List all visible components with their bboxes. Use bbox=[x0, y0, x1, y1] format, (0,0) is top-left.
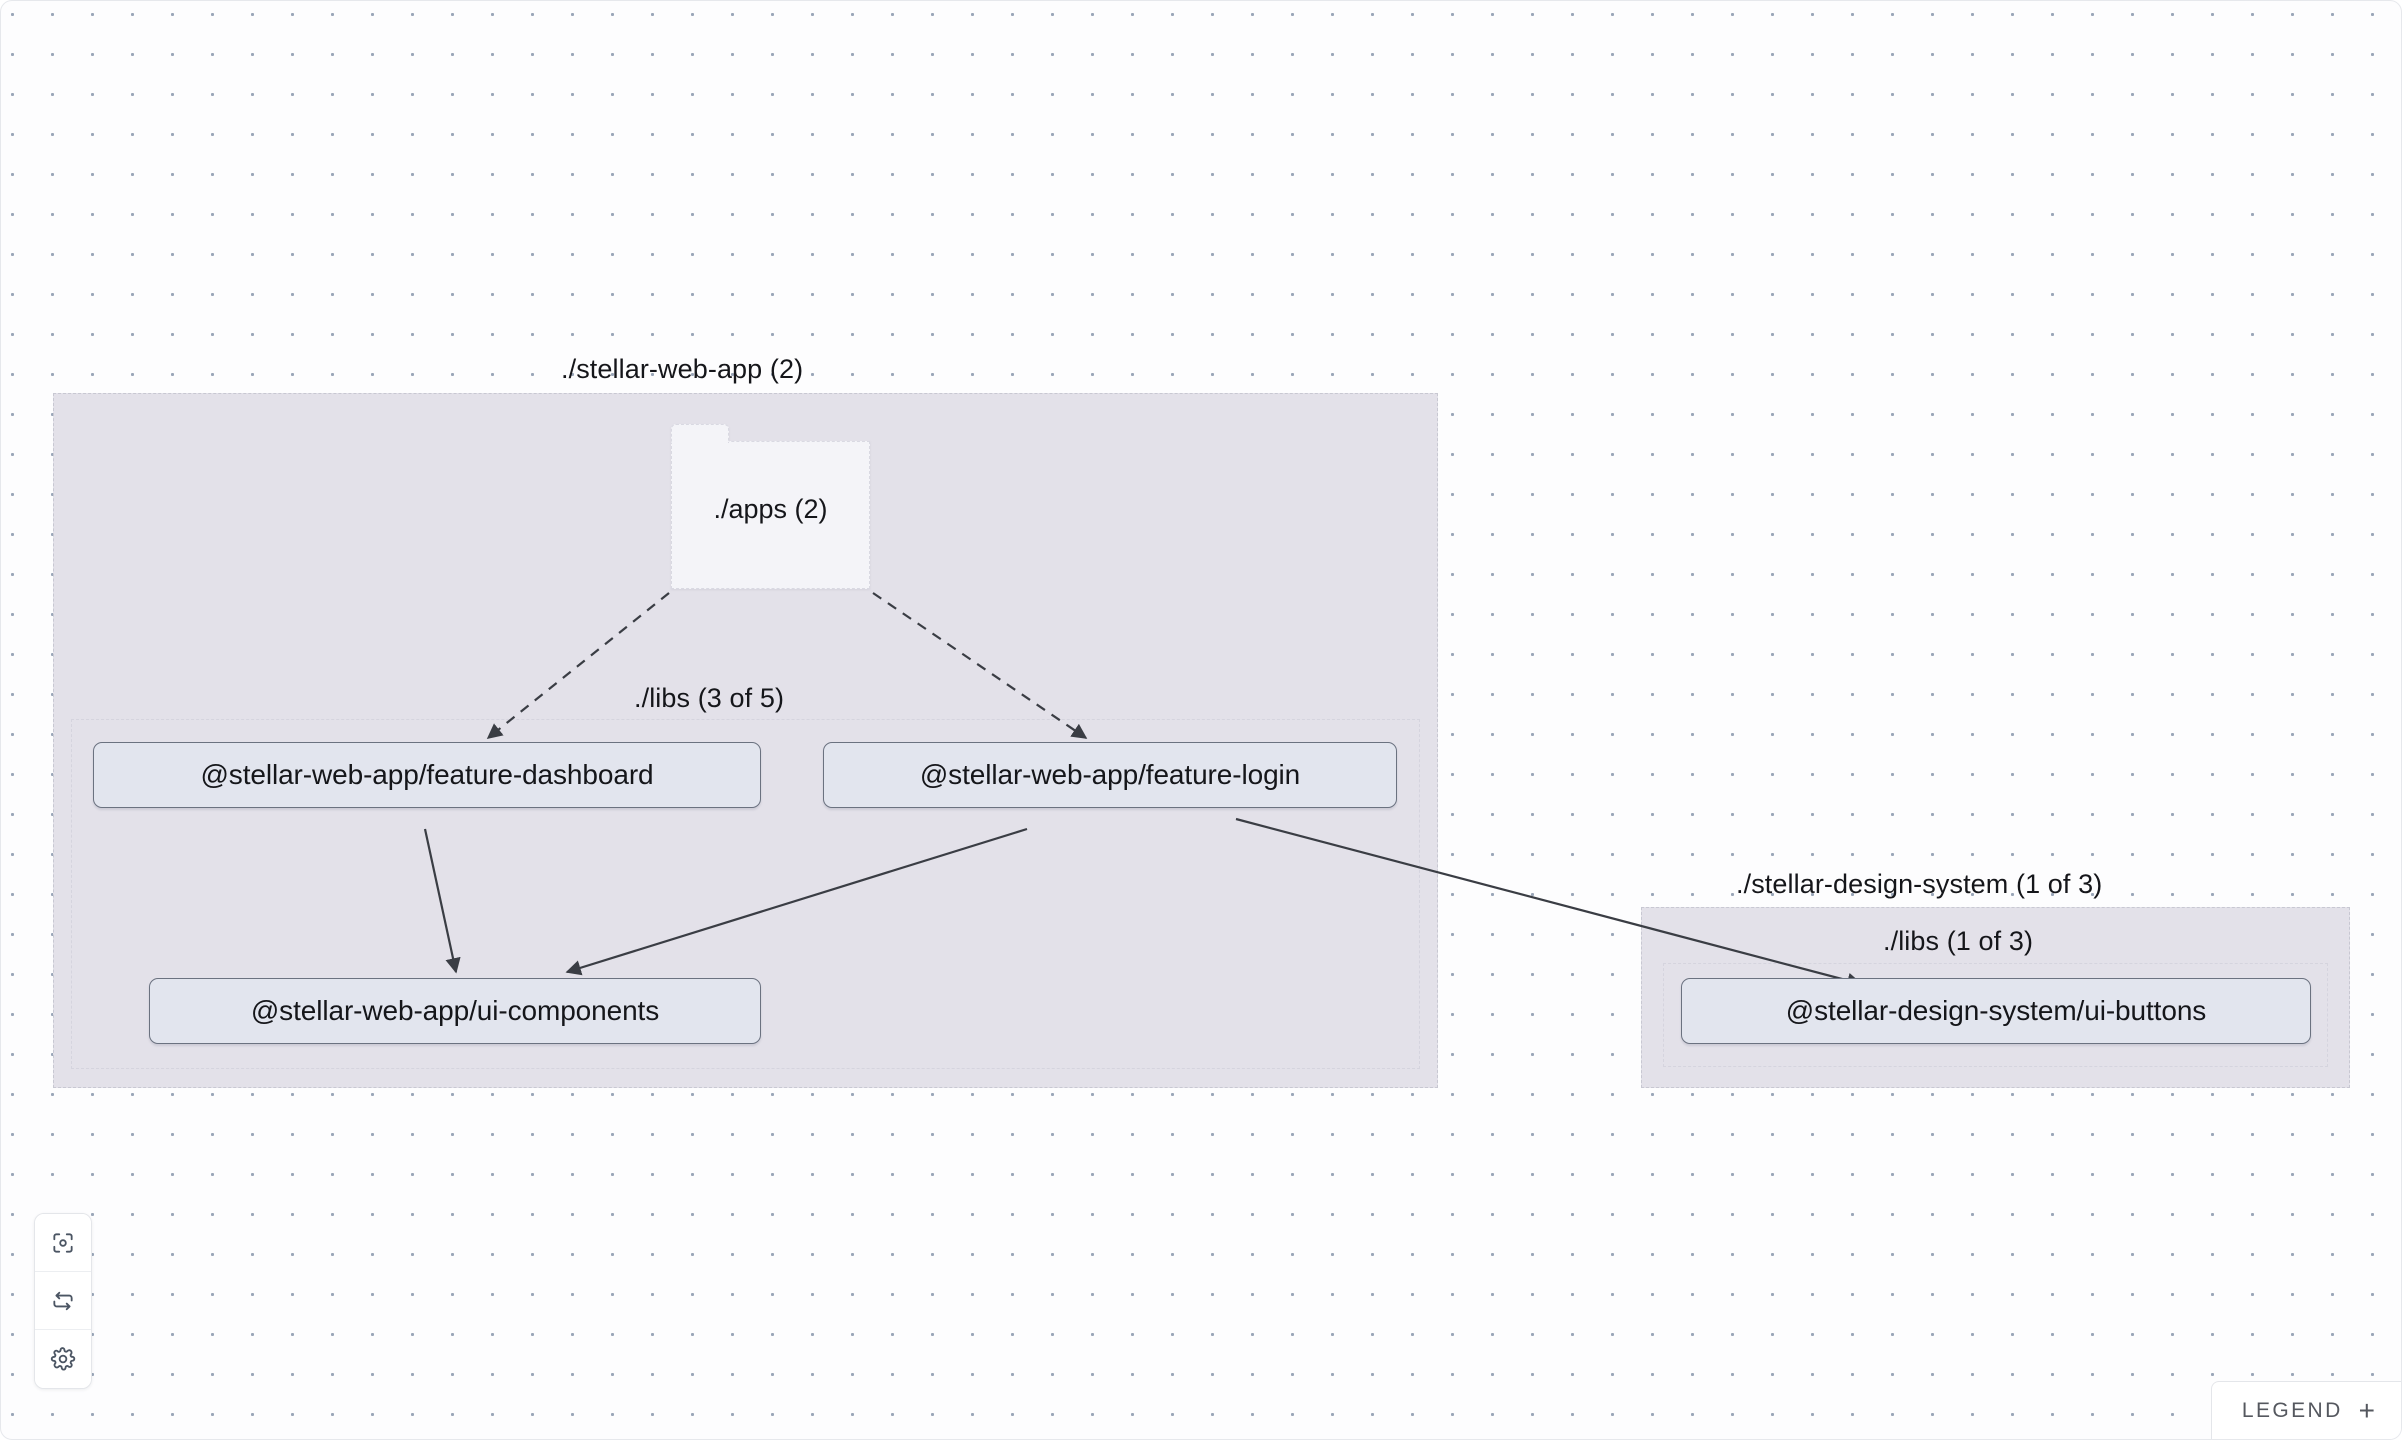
group-label-stellar-web-app-libs: ./libs (3 of 5) bbox=[634, 683, 785, 713]
refresh-graph-button[interactable] bbox=[35, 1272, 91, 1330]
group-label-stellar-web-app: ./stellar-web-app (2) bbox=[561, 354, 804, 384]
project-node-ui-buttons-label: @stellar-design-system/ui-buttons bbox=[1785, 995, 2207, 1026]
graph-settings-button[interactable] bbox=[35, 1330, 91, 1388]
gear-icon bbox=[50, 1346, 76, 1372]
project-node-feature-dashboard-label: @stellar-web-app/feature-dashboard bbox=[200, 759, 654, 790]
group-label-stellar-design-system: ./stellar-design-system (1 of 3) bbox=[1736, 869, 2103, 899]
focus-graph-button[interactable] bbox=[35, 1214, 91, 1272]
project-node-feature-dashboard[interactable]: @stellar-web-app/feature-dashboard bbox=[93, 742, 761, 808]
project-node-ui-buttons[interactable]: @stellar-design-system/ui-buttons bbox=[1681, 978, 2311, 1044]
folder-node-apps[interactable]: ./apps (2) bbox=[671, 424, 870, 589]
group-label-stellar-design-system-libs: ./libs (1 of 3) bbox=[1883, 926, 2034, 956]
project-node-feature-login[interactable]: @stellar-web-app/feature-login bbox=[823, 742, 1397, 808]
focus-target-icon bbox=[50, 1230, 76, 1256]
refresh-sync-icon bbox=[50, 1288, 76, 1314]
plus-icon: + bbox=[2358, 1394, 2375, 1426]
folder-tab-icon bbox=[671, 424, 729, 445]
project-node-ui-components[interactable]: @stellar-web-app/ui-components bbox=[149, 978, 761, 1044]
legend-label: LEGEND bbox=[2241, 1398, 2343, 1422]
folder-node-apps-label: ./apps (2) bbox=[713, 494, 828, 524]
legend-toggle-button[interactable]: LEGEND + bbox=[2210, 1381, 2401, 1439]
graph-controls[interactable] bbox=[34, 1213, 92, 1389]
project-node-ui-components-label: @stellar-web-app/ui-components bbox=[250, 995, 660, 1026]
project-node-feature-login-label: @stellar-web-app/feature-login bbox=[919, 759, 1301, 790]
